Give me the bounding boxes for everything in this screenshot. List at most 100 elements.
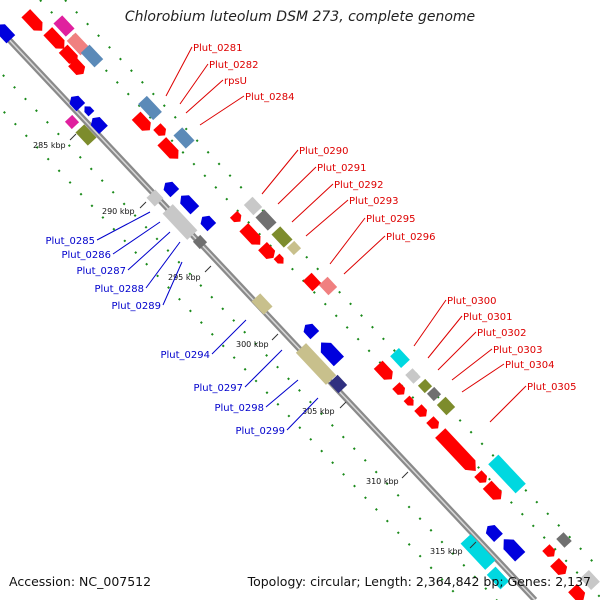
gene-box[interactable]: [580, 570, 600, 590]
kbp-label: 305 kbp: [302, 407, 335, 416]
accession-value: NC_007512: [79, 574, 152, 589]
gene-label[interactable]: Plut_0298: [214, 403, 264, 414]
gene-arrow[interactable]: [58, 44, 81, 68]
gene-arrow[interactable]: [43, 27, 68, 53]
gene-arrow[interactable]: [542, 544, 558, 560]
gene-label[interactable]: Plut_0292: [334, 180, 384, 191]
gene-box[interactable]: [173, 127, 195, 149]
gene-box[interactable]: [328, 374, 348, 394]
gene-label[interactable]: Plut_0297: [193, 383, 243, 394]
gene-box[interactable]: [162, 204, 198, 240]
gene-arrow[interactable]: [0, 21, 16, 44]
gene-arrow[interactable]: [435, 428, 481, 475]
gene-arrow[interactable]: [474, 470, 490, 486]
gene-arrow[interactable]: [568, 584, 588, 600]
leader-line: [179, 63, 209, 105]
gene-box[interactable]: [53, 15, 75, 37]
gene-label[interactable]: Plut_0289: [111, 301, 161, 312]
gene-label[interactable]: Plut_0287: [76, 266, 126, 277]
gene-label[interactable]: Plut_0300: [447, 296, 497, 307]
gene-arrow[interactable]: [482, 480, 505, 504]
genes-label: Genes:: [507, 574, 552, 589]
gene-label[interactable]: Plut_0282: [209, 60, 259, 71]
leader-line: [261, 149, 299, 195]
gene-label[interactable]: Plut_0281: [193, 43, 243, 54]
gene-arrow[interactable]: [82, 104, 95, 117]
gene-box[interactable]: [251, 293, 273, 315]
gene-box[interactable]: [192, 234, 208, 250]
gene-arrow[interactable]: [88, 114, 108, 134]
gene-box[interactable]: [66, 32, 90, 56]
gene-box[interactable]: [138, 95, 162, 121]
gene-arrow[interactable]: [131, 111, 154, 135]
map-title: Chlorobium luteolum DSM 273, complete ge…: [124, 9, 476, 25]
gene-arrow[interactable]: [177, 192, 200, 215]
gene-label[interactable]: Plut_0304: [505, 360, 555, 371]
gene-arrow[interactable]: [239, 223, 264, 249]
gene-label[interactable]: Plut_0288: [94, 284, 144, 295]
gene-box[interactable]: [318, 276, 338, 296]
gene-arrow[interactable]: [403, 395, 417, 409]
gene-box[interactable]: [556, 532, 572, 548]
gene-label[interactable]: Plut_0296: [386, 232, 436, 243]
gene-box[interactable]: [460, 534, 496, 570]
gene-label[interactable]: Plut_0305: [527, 382, 577, 393]
gene-label[interactable]: Plut_0285: [45, 236, 95, 247]
gene-box[interactable]: [436, 396, 456, 416]
leader-line: [286, 397, 319, 431]
gene-label[interactable]: Plut_0290: [299, 146, 349, 157]
gene-arrow[interactable]: [229, 210, 244, 225]
gene-label[interactable]: Plut_0302: [477, 328, 527, 339]
gene-label[interactable]: Plut_0301: [463, 312, 513, 323]
gene-box[interactable]: [255, 209, 277, 231]
gene-label[interactable]: Plut_0284: [245, 92, 295, 103]
gene-box[interactable]: [302, 272, 322, 292]
gene-box[interactable]: [286, 240, 302, 256]
gene-arrow[interactable]: [414, 404, 430, 420]
gene-arrow[interactable]: [68, 58, 88, 78]
gene-box[interactable]: [64, 114, 80, 130]
gene-label[interactable]: rpsU: [224, 76, 247, 87]
gene-arrow[interactable]: [483, 522, 503, 542]
gene-arrow[interactable]: [258, 242, 278, 262]
gene-box[interactable]: [486, 566, 510, 590]
gene-arrow[interactable]: [316, 338, 345, 367]
gene-arrow[interactable]: [499, 534, 526, 562]
gene-box[interactable]: [488, 454, 526, 494]
gene-label[interactable]: Plut_0291: [317, 163, 367, 174]
gene-box[interactable]: [405, 368, 421, 384]
gene-arrow[interactable]: [392, 382, 408, 398]
gene-arrow[interactable]: [301, 321, 320, 340]
gene-arrow[interactable]: [426, 416, 442, 432]
gene-arrow[interactable]: [550, 558, 570, 578]
gene-box[interactable]: [417, 378, 433, 394]
gene-arrow[interactable]: [157, 137, 182, 163]
gene-box[interactable]: [75, 124, 97, 146]
gene-label[interactable]: Plut_0295: [366, 214, 416, 225]
gene-box[interactable]: [390, 348, 410, 368]
top-strand-labels: Plut_0281 Plut_0282 rpsU Plut_0284 Plut_…: [193, 43, 577, 393]
gene-label[interactable]: Plut_0299: [235, 426, 285, 437]
gene-box[interactable]: [80, 44, 104, 68]
gene-label[interactable]: Plut_0294: [160, 350, 210, 361]
gene-arrow[interactable]: [161, 179, 180, 198]
leader-line: [343, 235, 386, 275]
gene-box[interactable]: [146, 189, 164, 207]
gene-label[interactable]: Plut_0293: [349, 196, 399, 207]
gene-box[interactable]: [426, 386, 442, 402]
gene-label[interactable]: Plut_0303: [493, 345, 543, 356]
kbp-tick: [401, 471, 409, 479]
gene-arrow[interactable]: [373, 360, 396, 384]
gene-box[interactable]: [295, 343, 337, 385]
gene-box[interactable]: [243, 196, 263, 216]
gene-arrow[interactable]: [21, 9, 46, 35]
gene-arrow[interactable]: [153, 123, 169, 139]
gene-arrow[interactable]: [67, 93, 86, 112]
gene-arrow[interactable]: [198, 213, 217, 232]
leader-line: [265, 379, 299, 408]
gene-box[interactable]: [271, 226, 293, 248]
leader-line: [127, 231, 171, 271]
gene-arrow[interactable]: [273, 253, 287, 267]
gene-label[interactable]: Plut_0286: [61, 250, 111, 261]
kbp-tick: [469, 541, 477, 549]
